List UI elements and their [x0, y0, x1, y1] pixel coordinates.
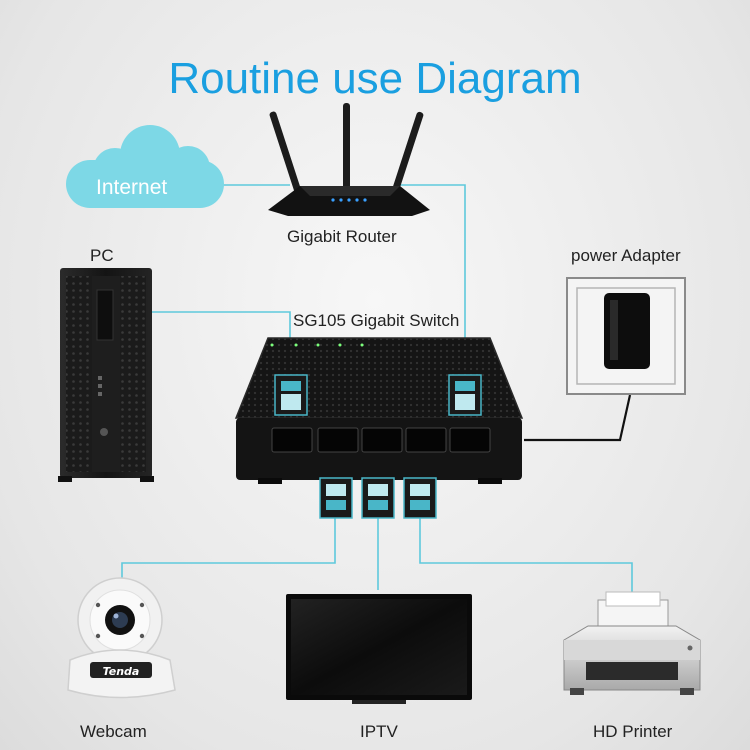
- router-icon: [268, 103, 430, 216]
- webcam-brand-logo: Tenda: [103, 665, 140, 678]
- cable-switch-printer: [419, 518, 633, 598]
- cloud-label: Internet: [96, 176, 168, 199]
- connector-iptv: [361, 477, 395, 519]
- tv-icon: [286, 594, 472, 704]
- power-cable: [524, 394, 632, 442]
- cable-router-switch: [400, 184, 466, 375]
- page-title: Routine use Diagram: [168, 54, 582, 103]
- pc-tower-icon: [58, 268, 154, 482]
- power-adapter-icon: [566, 277, 686, 395]
- printer-label: HD Printer: [593, 722, 673, 741]
- adapter-label: power Adapter: [571, 246, 681, 265]
- printer-icon: [563, 591, 701, 695]
- rj45-connectors: [274, 374, 482, 519]
- network-cables: [121, 184, 633, 598]
- switch-label: SG105 Gigabit Switch: [293, 311, 460, 330]
- router-label: Gigabit Router: [287, 227, 397, 246]
- connector-pc: [274, 374, 308, 416]
- connector-printer: [403, 477, 437, 519]
- cable-switch-webcam: [121, 518, 336, 588]
- connector-router: [448, 374, 482, 416]
- webcam-icon: Tenda: [67, 577, 176, 699]
- pc-label: PC: [90, 246, 114, 265]
- connector-webcam: [319, 477, 353, 519]
- iptv-label: IPTV: [360, 722, 398, 741]
- webcam-label: Webcam: [80, 722, 147, 741]
- cloud-icon: [66, 125, 224, 208]
